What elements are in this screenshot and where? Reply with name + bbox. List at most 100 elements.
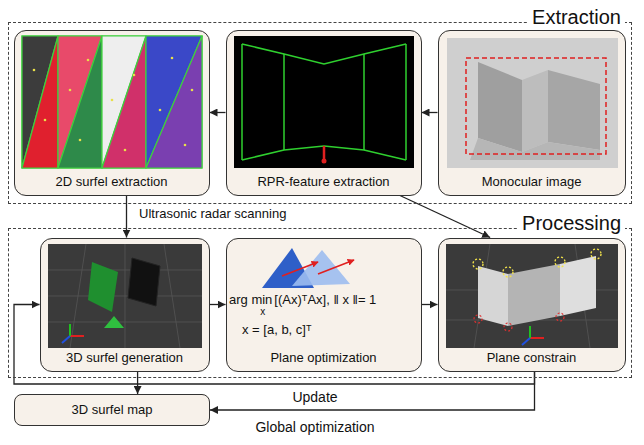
dot xyxy=(184,144,187,147)
feature-line xyxy=(242,44,406,64)
axis xyxy=(529,326,531,338)
image-ground xyxy=(447,38,618,168)
box-label: Monocular image xyxy=(482,174,582,190)
box-fill xyxy=(226,30,422,196)
box-fill xyxy=(438,30,626,196)
box-label: 2D surfel extraction xyxy=(56,174,168,190)
axis xyxy=(522,338,530,345)
point-marker xyxy=(474,315,482,323)
box-fill xyxy=(226,238,422,372)
point-marker xyxy=(503,267,513,277)
process-box: RPR-feature extraction xyxy=(226,30,422,196)
annotation: Global optimization xyxy=(255,419,374,435)
edge-label: Update xyxy=(290,389,339,405)
dot xyxy=(111,99,114,102)
dot xyxy=(79,139,82,142)
flow-arrow xyxy=(422,112,438,113)
normal-arrow xyxy=(318,260,354,274)
image-ground xyxy=(234,36,414,168)
box-fill xyxy=(14,30,210,196)
flow-arrow xyxy=(400,196,490,238)
surfel-triangle xyxy=(146,36,202,168)
grid-line xyxy=(70,244,86,348)
formula-subscript: x xyxy=(260,304,265,320)
surfel-triangle xyxy=(146,36,202,168)
dot xyxy=(159,109,162,112)
feature-line xyxy=(241,44,243,160)
roi-box xyxy=(466,58,606,154)
box-fill xyxy=(40,238,210,372)
axis xyxy=(530,337,544,339)
surfel-image xyxy=(22,36,202,168)
output-box: 3D surfel map xyxy=(14,394,210,426)
dot xyxy=(191,89,194,92)
surfel-triangle xyxy=(22,36,58,168)
flow-arrow xyxy=(126,196,127,238)
camera-image xyxy=(447,38,618,168)
constrain-image xyxy=(446,244,618,348)
formula-text: [(Ax)ᵀAx], ‖ x ‖= 1 xyxy=(274,292,376,308)
wall-face xyxy=(560,256,596,316)
flow-arrow xyxy=(210,304,226,305)
formula-text: arg min xyxy=(229,292,272,308)
box-label: RPR-feature extraction xyxy=(257,174,389,190)
edge-label: Ultrasonic radar scanning xyxy=(137,206,288,222)
dot xyxy=(124,149,127,152)
region-title: Processing xyxy=(518,212,625,234)
dot xyxy=(133,74,136,77)
process-box: Monocular image xyxy=(438,30,626,196)
point-marker xyxy=(556,313,564,321)
surfel-patch xyxy=(128,258,160,306)
process-box: Plane constrain xyxy=(438,238,626,372)
box-label: Plane optimization xyxy=(270,350,376,366)
feature-line xyxy=(405,44,407,160)
point-marker xyxy=(555,257,565,267)
formula-text: x = [a, b, c]ᵀ xyxy=(242,322,312,338)
dot xyxy=(69,89,72,92)
box-label: Plane constrain xyxy=(487,350,577,366)
point-marker xyxy=(504,323,512,331)
normal-arrow xyxy=(282,262,318,276)
surfel-triangle xyxy=(58,36,102,168)
surfel-triangle xyxy=(22,36,58,168)
image-ground xyxy=(446,244,618,348)
surfel-patch xyxy=(104,316,124,328)
box-fill xyxy=(14,394,210,426)
feature-dots xyxy=(33,57,194,152)
dot xyxy=(87,59,90,62)
box-fill xyxy=(438,238,626,372)
surfel-triangle xyxy=(102,36,146,168)
surfel-triangle xyxy=(102,36,146,168)
corner-line xyxy=(323,146,326,160)
axis xyxy=(70,335,84,337)
rpr-image xyxy=(234,36,414,168)
process-box: 3D surfel generation xyxy=(40,238,210,372)
region-title: Extraction xyxy=(528,6,625,28)
flow-arrow xyxy=(422,304,438,305)
feature-line xyxy=(363,54,365,150)
image-ground xyxy=(48,244,202,348)
axis xyxy=(62,336,70,343)
dot xyxy=(33,69,36,72)
box-label: 3D surfel generation xyxy=(66,350,183,366)
axis xyxy=(69,324,71,336)
wall-face xyxy=(508,264,560,326)
surfel-triangle xyxy=(58,36,102,168)
grid-line xyxy=(164,244,180,348)
grid xyxy=(48,244,202,348)
dot xyxy=(171,57,174,60)
feature-line xyxy=(283,54,285,150)
process-box: 2D surfel extraction xyxy=(14,30,210,196)
corner-point xyxy=(322,159,327,164)
surfel-3d-image xyxy=(48,244,202,348)
point-marker xyxy=(591,249,601,259)
image-ground xyxy=(22,36,202,168)
point-marker xyxy=(473,259,483,269)
stage-region: Extraction2D surfel extractionRPR-featur… xyxy=(8,22,632,204)
wall-face xyxy=(478,62,522,152)
top-points xyxy=(473,249,601,277)
wall-face xyxy=(548,70,600,150)
flow-arrow xyxy=(14,305,535,385)
floor-face xyxy=(470,138,600,160)
bottom-points xyxy=(474,313,564,331)
